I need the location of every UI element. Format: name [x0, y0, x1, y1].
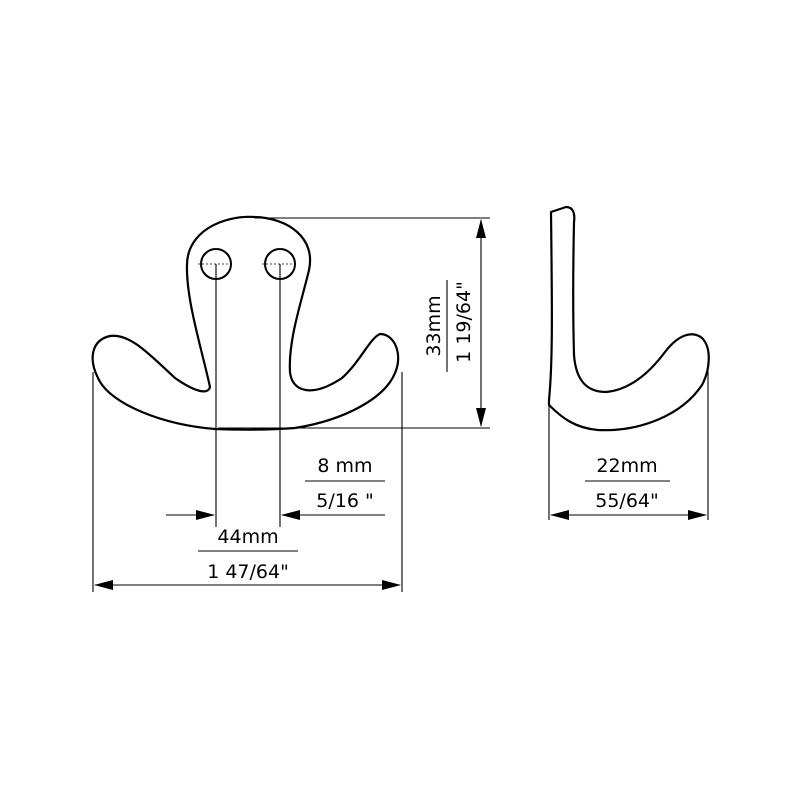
- height-arrow-top: [476, 219, 486, 238]
- spacing-metric-label: 8 mm: [317, 455, 372, 477]
- depth-imperial-label: 55/64": [595, 490, 659, 512]
- spacing-arrow-left: [196, 510, 215, 520]
- depth-arrow-left: [550, 510, 569, 520]
- height-dimension: 33mm 1 19/64": [218, 217, 490, 429]
- side-view: [547, 205, 710, 432]
- width-arrow-right: [382, 580, 401, 590]
- height-imperial-label: 1 19/64": [453, 281, 475, 363]
- width-dimension: 44mm 1 47/64": [92, 372, 403, 592]
- depth-metric-label: 22mm: [596, 455, 657, 477]
- hook-front-outline: [91, 215, 400, 431]
- depth-dimension: 22mm 55/64": [548, 362, 709, 520]
- width-arrow-left: [94, 580, 113, 590]
- depth-arrow-right: [688, 510, 707, 520]
- height-arrow-bottom: [476, 408, 486, 427]
- height-metric-label: 33mm: [423, 295, 445, 356]
- front-view: [91, 215, 400, 431]
- width-imperial-label: 1 47/64": [207, 561, 289, 583]
- spacing-imperial-label: 5/16 ": [316, 490, 373, 512]
- hook-side-outline: [547, 205, 710, 432]
- hole-spacing-dimension: 8 mm 5/16 ": [166, 264, 385, 527]
- spacing-arrow-right: [281, 510, 300, 520]
- width-metric-label: 44mm: [217, 526, 278, 548]
